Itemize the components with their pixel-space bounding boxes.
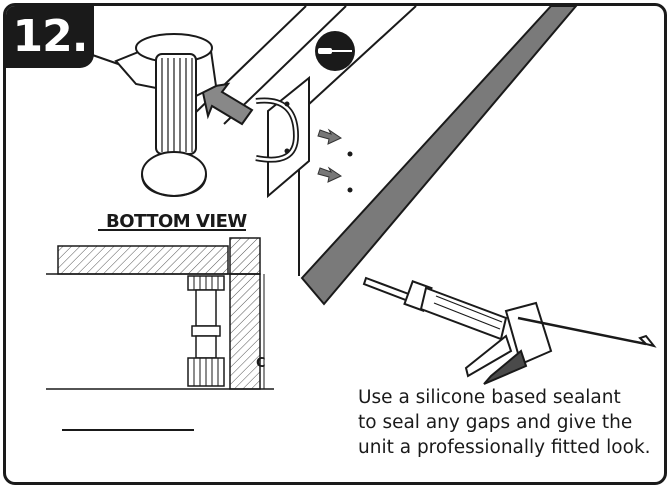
plinth-board <box>300 6 578 306</box>
instruction-line: unit a professionally fitted look. <box>358 437 651 458</box>
mounting-bracket <box>255 75 310 199</box>
dimension-label: C <box>256 356 266 371</box>
instruction-line: Use a silicone based sealant <box>358 387 621 408</box>
arrow-icon <box>317 128 343 183</box>
screwdriver-icon <box>315 31 355 71</box>
bottom-view-diagram <box>46 229 274 431</box>
step-number-badge: 12. <box>6 6 94 68</box>
adjustable-leg <box>114 33 218 198</box>
assembly-illustration <box>46 6 657 431</box>
screw-holes <box>347 151 353 193</box>
bottom-view-title: BOTTOM VIEW <box>106 211 247 232</box>
instruction-line: to seal any gaps and give the <box>358 412 633 433</box>
instruction-panel: 12. BOTTOM VIEW C Use a silicone based s… <box>3 3 667 485</box>
silicone-gun <box>362 276 657 385</box>
arrow-icon <box>200 82 254 126</box>
instruction-text: Use a silicone based sealant to seal any… <box>358 385 664 460</box>
